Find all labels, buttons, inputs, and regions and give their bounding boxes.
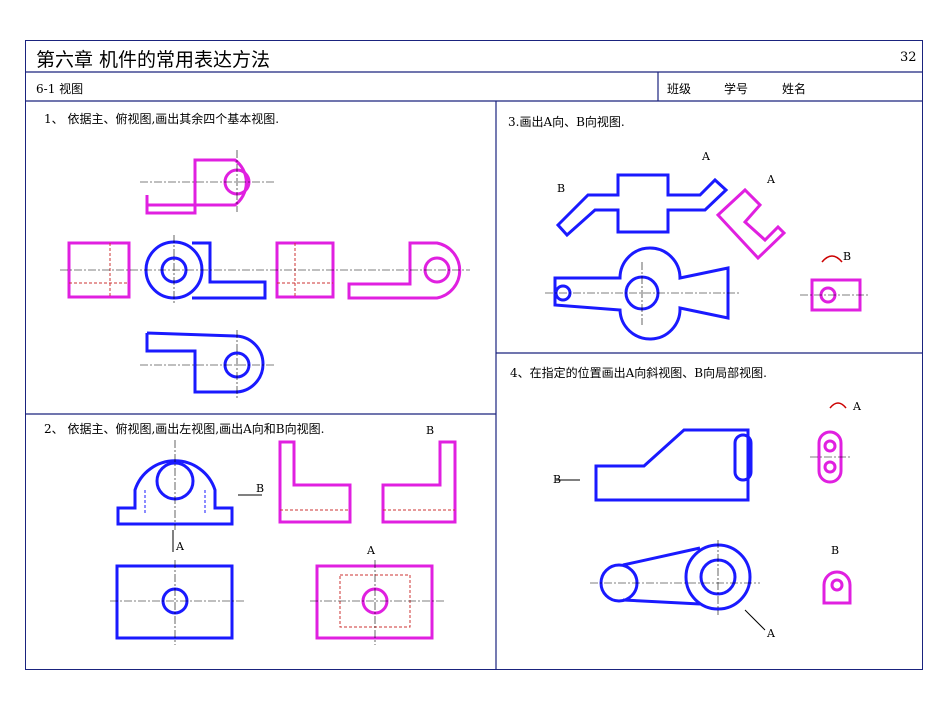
p4-front-view	[594, 428, 753, 502]
p1-top-view	[145, 158, 251, 215]
p4-b-view-label: B	[831, 544, 840, 557]
p3-b-arrow-label: B	[557, 182, 566, 195]
p1-rear-view	[347, 241, 462, 300]
p2-arrow-a-label: A	[176, 540, 184, 553]
page-number: 32	[900, 50, 917, 65]
name-label: 姓名	[782, 82, 807, 96]
p3-front-view	[555, 173, 729, 238]
p3-top-view	[553, 246, 730, 341]
p2-top-view	[115, 564, 234, 640]
p4-a-rotation-arrow	[829, 402, 847, 409]
p2-right-view	[381, 440, 457, 524]
class-label: 班级	[667, 82, 692, 96]
p3-b-view-label: B	[843, 250, 852, 263]
p4-top-view	[599, 543, 752, 611]
student-no-label: 学号	[724, 82, 749, 96]
p3-b-rotation-arrow	[821, 255, 843, 263]
problem-3-text: 3.画出A向、B向视图.	[508, 115, 625, 129]
p2-right-a-label: A	[367, 544, 375, 557]
p2-top-b-label: B	[426, 424, 435, 437]
chapter-title: 第六章 机件的常用表达方法	[36, 49, 271, 71]
p4-b-arrow-label: B	[553, 473, 562, 486]
p1-bottom-view	[145, 331, 265, 394]
p3-a-view-label: A	[767, 173, 775, 186]
problem-4-text: 4、在指定的位置画出A向斜视图、B向局部视图.	[510, 366, 767, 380]
p4-a-view-label: A	[853, 400, 861, 413]
problem-2-text: 2、 依据主、俯视图,画出左视图,画出A向和B向视图.	[44, 422, 325, 436]
section-label: 6-1 视图	[36, 82, 84, 96]
p2-arrow-b-label: B	[256, 482, 265, 495]
p1-left-view	[67, 241, 131, 299]
problem-1-text: 1、 依据主、俯视图,画出其余四个基本视图.	[44, 112, 280, 126]
p3-a-arrow-label: A	[702, 150, 710, 163]
p4-b-view	[822, 570, 852, 605]
p2-left-view	[278, 440, 352, 524]
drawing-sheet	[25, 40, 923, 670]
p3-a-view	[715, 187, 787, 261]
p4-a-arrow-label: A	[767, 627, 775, 640]
